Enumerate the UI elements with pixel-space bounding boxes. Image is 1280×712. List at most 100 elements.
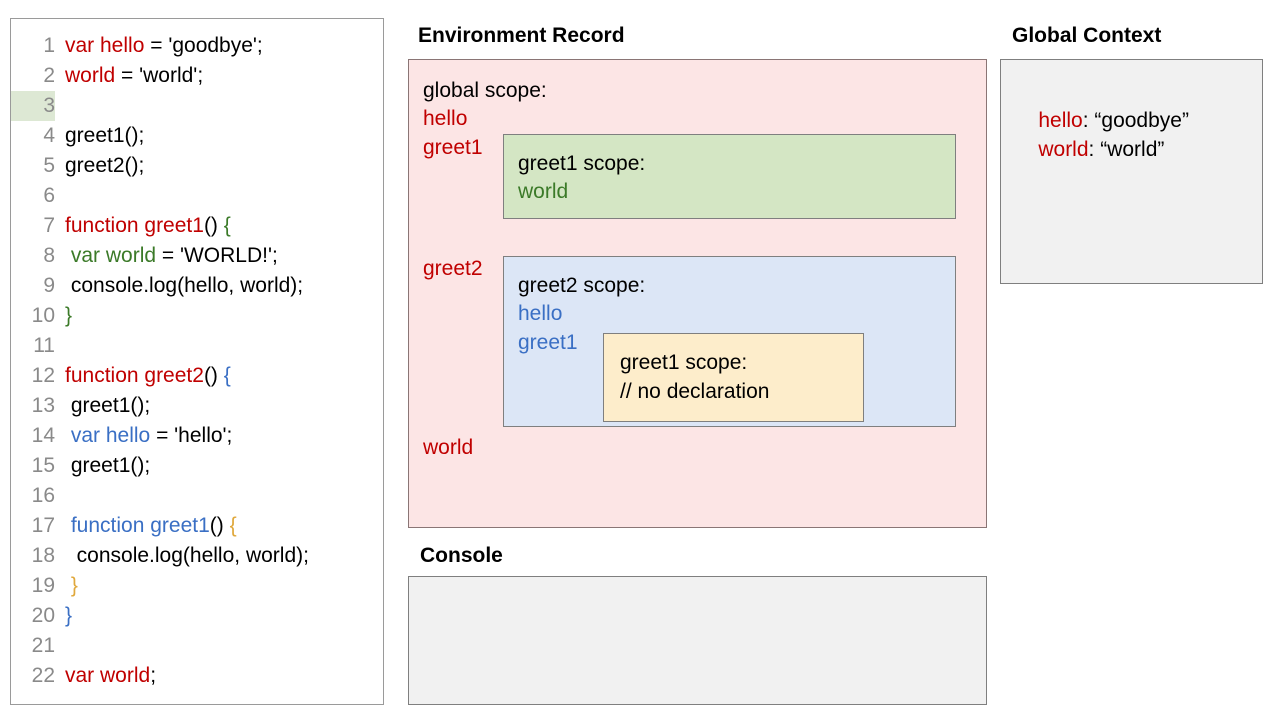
code-line[interactable]: 11 xyxy=(11,331,383,361)
code-line-text: world = 'world'; xyxy=(55,61,203,91)
greet1-nested-scope-box: greet1 scope: // no declaration xyxy=(603,333,864,422)
global-scope-binding-greet1: greet1 xyxy=(423,136,483,159)
code-line[interactable]: 3 xyxy=(11,91,383,121)
global-context-separator: : xyxy=(1082,109,1095,132)
code-token: () xyxy=(209,514,230,537)
code-token: () xyxy=(203,214,224,237)
code-line-number: 5 xyxy=(43,154,55,177)
code-token: greet1(); xyxy=(65,454,151,477)
greet2-scope-box: greet2 scope: hello greet1 greet1 scope:… xyxy=(503,256,956,427)
code-line-text: greet2(); xyxy=(55,151,144,181)
code-line[interactable]: 5 greet2(); xyxy=(11,151,383,181)
code-line[interactable]: 15 greet1(); xyxy=(11,451,383,481)
code-line[interactable]: 16 xyxy=(11,481,383,511)
code-line-number: 17 xyxy=(31,514,55,537)
code-line[interactable]: 13 greet1(); xyxy=(11,391,383,421)
code-line-number: 22 xyxy=(31,664,55,687)
environment-record-box: global scope: hello greet1 greet2 world … xyxy=(408,59,987,528)
code-line-text: } xyxy=(55,571,78,601)
global-context-key: hello xyxy=(1038,109,1083,132)
code-line-number: 12 xyxy=(31,364,55,387)
code-token: greet1(); xyxy=(65,124,145,147)
code-line-number: 3 xyxy=(11,91,55,121)
environment-record-title: Environment Record xyxy=(418,24,625,47)
code-line[interactable]: 17 function greet1() { xyxy=(11,511,383,541)
global-scope-heading: global scope: xyxy=(423,79,547,102)
code-line-number: 10 xyxy=(31,304,55,327)
code-line-text: var world = 'WORLD!'; xyxy=(55,241,278,271)
code-token: function greet1 xyxy=(70,514,210,537)
code-line-text: var hello = 'hello'; xyxy=(55,421,233,451)
code-line-number: 6 xyxy=(43,184,55,207)
console-output-box[interactable] xyxy=(408,576,987,705)
global-context-value: “goodbye” xyxy=(1094,109,1189,132)
code-line-number: 2 xyxy=(43,64,55,87)
code-line-number: 18 xyxy=(31,544,55,567)
code-line-number: 1 xyxy=(43,34,55,57)
greet2-scope-binding-hello: hello xyxy=(518,302,563,325)
code-token: = 'hello'; xyxy=(150,424,233,447)
code-line-number: 14 xyxy=(31,424,55,447)
code-line-number: 11 xyxy=(33,334,55,357)
code-token: var world xyxy=(70,244,157,267)
code-token: { xyxy=(223,214,231,237)
code-line-text: function greet1() { xyxy=(55,511,237,541)
global-context-value: “world” xyxy=(1100,138,1165,161)
code-token: } xyxy=(70,574,78,597)
code-line-number: 8 xyxy=(43,244,55,267)
code-token: console.log(hello, world); xyxy=(65,274,304,297)
greet1-nested-scope-note: // no declaration xyxy=(620,380,770,403)
code-line-number: 19 xyxy=(31,574,55,597)
code-line-text: console.log(hello, world); xyxy=(55,271,303,301)
code-line-text: function greet1() { xyxy=(55,211,231,241)
code-line[interactable]: 9 console.log(hello, world); xyxy=(11,271,383,301)
code-line-text: console.log(hello, world); xyxy=(55,541,309,571)
global-scope-binding-hello: hello xyxy=(423,107,468,130)
code-token: { xyxy=(223,364,231,387)
global-context-title: Global Context xyxy=(1012,24,1162,47)
code-line-text: } xyxy=(55,601,72,631)
global-scope-binding-world: world xyxy=(423,436,474,459)
global-context-row: hello: “goodbye” xyxy=(1015,77,1189,164)
code-token: greet2(); xyxy=(65,154,145,177)
code-token: { xyxy=(229,514,237,537)
code-line[interactable]: 18 console.log(hello, world); xyxy=(11,541,383,571)
code-token: ; xyxy=(150,664,157,687)
code-token: } xyxy=(65,304,73,327)
code-line[interactable]: 21 xyxy=(11,631,383,661)
code-line[interactable]: 14 var hello = 'hello'; xyxy=(11,421,383,451)
greet1-nested-scope-heading: greet1 scope: xyxy=(620,351,748,374)
code-token: function greet2 xyxy=(65,364,204,387)
code-line-text: greet1(); xyxy=(55,391,150,421)
code-token: function greet1 xyxy=(65,214,204,237)
code-token: world xyxy=(65,64,116,87)
code-line-number: 7 xyxy=(43,214,55,237)
greet2-scope-heading: greet2 scope: xyxy=(518,274,646,297)
code-line-number: 4 xyxy=(43,124,55,147)
greet2-scope-binding-greet1: greet1 xyxy=(518,331,578,354)
code-line[interactable]: 10} xyxy=(11,301,383,331)
code-token: var hello xyxy=(70,424,151,447)
code-token: = 'goodbye'; xyxy=(144,34,263,57)
code-line-number: 13 xyxy=(31,394,55,417)
code-line[interactable]: 8 var world = 'WORLD!'; xyxy=(11,241,383,271)
code-line-text: function greet2() { xyxy=(55,361,231,391)
code-token: = 'world'; xyxy=(115,64,204,87)
code-line[interactable]: 19 } xyxy=(11,571,383,601)
code-line[interactable]: 4 greet1(); xyxy=(11,121,383,151)
console-title: Console xyxy=(420,544,503,567)
global-context-box: hello: “goodbye” world: “world” xyxy=(1000,59,1263,284)
global-context-separator: : xyxy=(1088,138,1101,161)
code-token: = 'WORLD!'; xyxy=(156,244,278,267)
code-line-text: var hello = 'goodbye'; xyxy=(55,31,263,61)
code-line-text: greet1(); xyxy=(55,121,144,151)
code-line[interactable]: 6 xyxy=(11,181,383,211)
code-line-number: 20 xyxy=(31,604,55,627)
code-line[interactable]: 20} xyxy=(11,601,383,631)
